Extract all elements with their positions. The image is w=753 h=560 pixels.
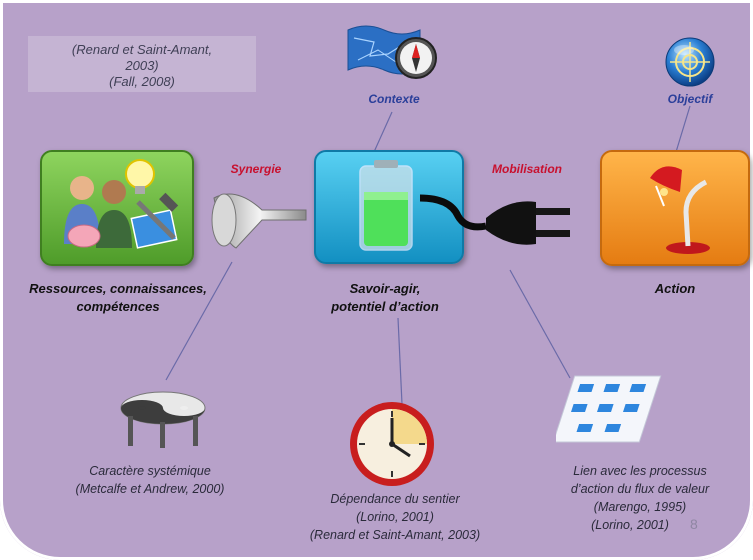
objectif-label: Objectif — [667, 92, 713, 106]
clock-icon — [348, 400, 436, 488]
systemique-note-line1: Caractère systémique — [89, 464, 211, 478]
savoir-caption-line1: Savoir-agir, — [349, 281, 421, 296]
yin-yang-table-icon — [114, 386, 212, 450]
sentier-note-line2: (Lorino, 2001) — [356, 510, 434, 524]
reference-box: (Renard et Saint-Amant, 2003) (Fall, 200… — [28, 36, 256, 92]
map-compass-icon — [344, 20, 444, 82]
processus-note-line2: d’action du flux de valeur — [570, 482, 710, 496]
desk-lamp-icon — [650, 166, 710, 254]
battery-icon — [359, 160, 413, 251]
reference-line: (Renard et Saint-Amant, — [71, 42, 213, 57]
savoir-agir-tile — [314, 150, 464, 264]
processus-note-line4: (Lorino, 2001) — [591, 518, 669, 532]
action-tile — [600, 150, 750, 266]
savoir-caption-line2: potentiel d’action — [331, 299, 439, 314]
reference-line: (Fall, 2008) — [109, 74, 175, 89]
ressources-caption-line1: Ressources, connaissances, — [29, 281, 207, 296]
action-caption: Action — [654, 281, 696, 296]
people-tools-icon — [64, 159, 179, 249]
systemique-note-line2: (Metcalfe et Andrew, 2000) — [75, 482, 225, 496]
ressources-caption-line2: compétences — [76, 299, 160, 314]
resources-tile — [40, 150, 194, 266]
processus-note-line1: Lien avec les processus — [573, 464, 707, 478]
target-globe-icon — [664, 36, 716, 88]
process-flow-icon — [556, 372, 664, 452]
plug-icon — [410, 180, 600, 260]
sentier-note-line1: Dépendance du sentier — [330, 492, 460, 506]
synergie-label: Synergie — [230, 162, 282, 176]
processus-note-line3: (Marengo, 1995) — [593, 500, 687, 514]
reference-line: 2003) — [125, 58, 159, 73]
mobilisation-label: Mobilisation — [492, 162, 562, 176]
funnel-icon — [206, 180, 316, 260]
contexte-label: Contexte — [368, 92, 420, 106]
sentier-note-line3: (Renard et Saint-Amant, 2003) — [309, 528, 481, 542]
page-number: 8 — [690, 516, 698, 532]
